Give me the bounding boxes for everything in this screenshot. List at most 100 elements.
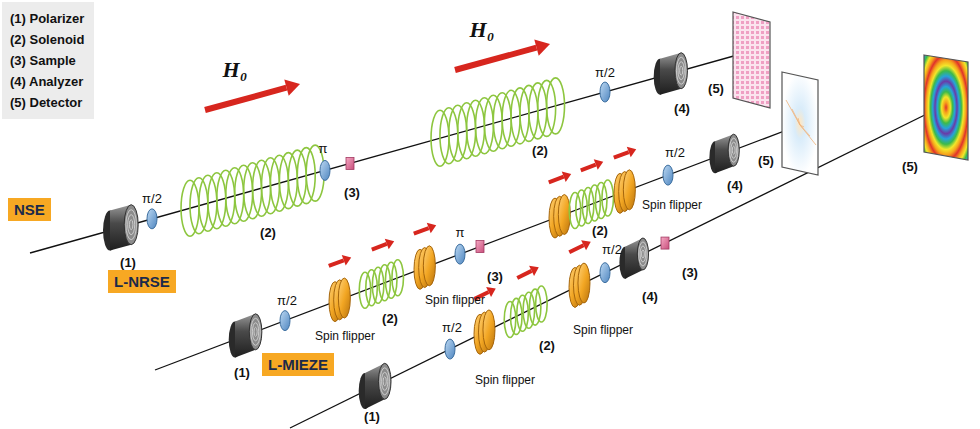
cylinder-ring (126, 210, 137, 240)
setup-tag: L-NRSE (108, 270, 176, 293)
detector-screen (733, 12, 770, 108)
callout-number: (3) (682, 266, 698, 279)
field-arrow (614, 147, 636, 158)
pi-flipper (600, 82, 610, 102)
pulse-label: π/2 (665, 146, 685, 159)
cylinder-ring (678, 62, 684, 80)
setup-tag: L-MIEZE (262, 353, 334, 376)
pi-flipper (147, 209, 157, 229)
sample (661, 237, 669, 249)
cylinder-ring (254, 327, 257, 336)
pi-flipper (600, 263, 610, 283)
arrow-head (385, 239, 394, 249)
field-arrow (517, 266, 539, 278)
cylinder-ring (729, 138, 737, 162)
arrow-shaft (581, 165, 596, 171)
callout-number: (2) (382, 312, 398, 325)
part-name: Spin flipper (315, 330, 375, 342)
flipper-disc (338, 278, 350, 318)
part-name: Spin flipper (573, 324, 633, 336)
arrow-head (534, 40, 550, 56)
field-arrow (205, 80, 300, 110)
cylinder-face (637, 238, 648, 270)
flipper-disc (558, 195, 570, 235)
cylinder-ring (640, 246, 646, 262)
spin-flipper (569, 263, 590, 307)
cylinder-ring (383, 377, 386, 386)
legend-box: (1) Polarizer(2) Solenoid(3) Sample(4) A… (2, 2, 94, 119)
arrow-shaft (569, 245, 583, 252)
neutron-beam (155, 125, 800, 370)
detector (733, 12, 770, 108)
flipper-disc (423, 246, 435, 286)
spin-flipper (474, 310, 495, 354)
cylinder-ring (128, 215, 135, 235)
arrow-head (594, 159, 603, 169)
pi-flipper (663, 165, 673, 185)
sample (476, 241, 484, 253)
callout-number: (4) (674, 102, 690, 115)
arrow-shaft (205, 88, 286, 110)
pulse-label: π (456, 226, 465, 239)
pulse-label: π/2 (602, 243, 622, 256)
scatter-streak (798, 118, 800, 125)
field-arrow (549, 172, 571, 183)
callout-number: (1) (364, 410, 380, 423)
arrow-shaft (517, 271, 531, 278)
pi-flipper (455, 244, 465, 264)
scatter-streak (800, 125, 816, 145)
solenoid (359, 260, 403, 308)
solenoid (431, 78, 564, 166)
callout-number: (3) (487, 270, 503, 283)
analyzer (619, 238, 648, 279)
pi-flipper (445, 339, 455, 359)
arrow-shaft (372, 244, 387, 250)
pi-flipper (280, 311, 290, 331)
legend-entry: (5) Detector (10, 92, 84, 113)
coil-winding (547, 78, 565, 134)
callout-number: (4) (642, 290, 658, 303)
setup-name: L-NRSE (114, 273, 170, 290)
arrow-head (427, 223, 436, 233)
coil-winding (602, 180, 614, 216)
callout-number: (1) (234, 366, 250, 379)
sample (346, 157, 354, 169)
scatter-streak (786, 100, 800, 125)
spin-flipper (549, 195, 570, 239)
arrow-head (562, 172, 571, 182)
arrow-shaft (414, 228, 429, 234)
cylinder-ring (680, 66, 683, 75)
part-name: Spin flipper (642, 199, 702, 211)
arrow-shaft (614, 152, 629, 158)
callout-number: (2) (592, 224, 608, 237)
spin-flipper (614, 170, 635, 214)
setup-tag: NSE (8, 198, 51, 221)
callout-number: (5) (708, 82, 724, 95)
coil-winding (536, 286, 548, 322)
arrow-shaft (549, 177, 564, 183)
setup-name: L-MIEZE (268, 356, 328, 373)
field-arrow (455, 40, 550, 70)
field-arrow (569, 240, 591, 252)
pulse-label: π/2 (442, 321, 462, 334)
cylinder-ring (251, 318, 260, 345)
field-label: H₀ (223, 59, 248, 81)
solenoid (504, 286, 547, 337)
field-arrow (414, 223, 436, 234)
callout-number: (4) (727, 179, 743, 192)
callout-number: (3) (344, 186, 360, 199)
arrow-head (529, 266, 539, 276)
legend-entry: (1) Polarizer (10, 8, 84, 29)
cylinder-face (249, 314, 262, 350)
flipper-disc (483, 310, 495, 350)
coil-winding (392, 260, 404, 296)
spin-flipper (414, 246, 435, 290)
analyzer (654, 53, 688, 95)
part-name: Spin flipper (475, 374, 535, 386)
pulse-label: π/2 (595, 66, 615, 79)
arrow-head (581, 240, 591, 250)
neutron-beam (290, 105, 945, 428)
arrow-shaft (455, 48, 536, 70)
field-arrow (372, 239, 394, 250)
